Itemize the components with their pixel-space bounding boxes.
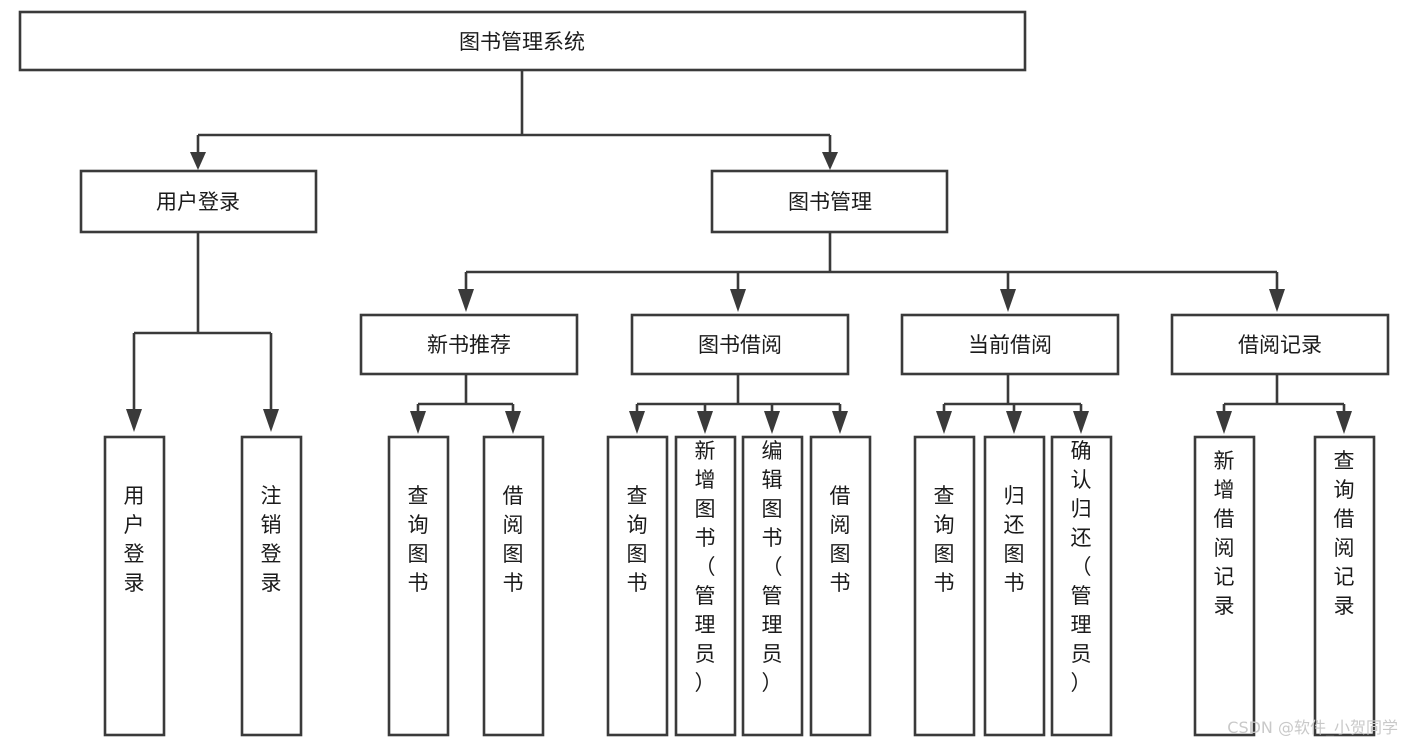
leaf-current-borrow-2-label: 归还图书 [1004, 484, 1025, 595]
arrow-current-borrow-leaf-2 [1006, 411, 1022, 434]
node-book-management-label: 图书管理 [788, 190, 872, 214]
arrow-book-borrow-leaf-2 [697, 411, 713, 434]
leaf-new-book-2-label: 借阅图书 [503, 484, 524, 595]
node-book-borrow[interactable]: 图书借阅 [630, 313, 850, 376]
leaf-book-borrow-4-label: 借阅图书 [830, 484, 851, 595]
leaf-borrow-record-1-label: 新增借阅记录 [1214, 449, 1235, 618]
arrow-book-mgmt-to-book-borrow [730, 289, 746, 312]
leaf-book-borrow-3[interactable]: 编辑图书（管理员） [741, 435, 804, 737]
leaf-new-book-1-label: 查询图书 [408, 484, 429, 595]
node-borrow-record-label: 借阅记录 [1238, 333, 1322, 357]
arrow-book-borrow-leaf-1 [629, 411, 645, 434]
leaf-current-borrow-2-box[interactable] [983, 435, 1046, 737]
leaf-book-borrow-1-box[interactable] [606, 435, 669, 737]
connector-group-user-login [126, 232, 279, 432]
arrow-borrow-record-leaf-2 [1336, 411, 1352, 434]
connector-group-borrow-record [1216, 374, 1352, 434]
leaf-borrow-record-1[interactable]: 新增借阅记录 [1193, 435, 1256, 737]
csdn-watermark: CSDN @软件_小贺同学 [1227, 718, 1398, 738]
leaf-book-borrow-1[interactable]: 查询图书 [606, 435, 669, 737]
node-user-login-box[interactable] [79, 169, 318, 234]
arrow-current-borrow-leaf-3 [1073, 411, 1089, 434]
node-user-login-label: 用户登录 [156, 190, 240, 214]
leaf-current-borrow-3-label: 确认归还（管理员） [1071, 439, 1092, 695]
node-current-borrow-label: 当前借阅 [968, 333, 1052, 357]
leaf-book-borrow-2-box[interactable] [674, 435, 737, 737]
node-new-book-recommend[interactable]: 新书推荐 [359, 313, 579, 376]
arrow-book-mgmt-to-new-book [458, 289, 474, 312]
connector-group-book-borrow [629, 374, 848, 434]
connector-group-new-book [410, 374, 521, 434]
leaf-new-book-1[interactable]: 查询图书 [387, 435, 450, 737]
arrow-current-borrow-leaf-1 [936, 411, 952, 434]
arrow-borrow-record-leaf-1 [1216, 411, 1232, 434]
leaf-borrow-record-2[interactable]: 查询借阅记录 [1313, 435, 1376, 737]
leaf-borrow-record-2-label: 查询借阅记录 [1334, 449, 1355, 618]
leaf-current-borrow-1-box[interactable] [913, 435, 976, 737]
leaf-current-borrow-3-box[interactable] [1050, 435, 1113, 737]
connector-group-book-mgmt [458, 232, 1285, 312]
arrow-book-borrow-leaf-3 [764, 411, 780, 434]
leaf-user-login-1[interactable]: 用户登录 [103, 435, 166, 737]
node-borrow-record-box[interactable] [1170, 313, 1390, 376]
arrow-root-to-user-login [190, 152, 206, 170]
leaf-book-borrow-1-label: 查询图书 [627, 484, 648, 595]
node-user-login[interactable]: 用户登录 [79, 169, 318, 234]
leaf-new-book-2[interactable]: 借阅图书 [482, 435, 545, 737]
arrow-new-book-leaf-1 [410, 411, 426, 434]
leaf-current-borrow-1-label: 查询图书 [934, 484, 955, 595]
node-root-system[interactable]: 图书管理系统 [18, 10, 1027, 72]
leaf-current-borrow-2[interactable]: 归还图书 [983, 435, 1046, 737]
node-new-book-recommend-label: 新书推荐 [427, 333, 511, 357]
leaf-borrow-record-1-box[interactable] [1193, 435, 1256, 737]
connector-group-current-borrow [936, 374, 1089, 434]
leaf-book-borrow-2[interactable]: 新增图书（管理员） [674, 435, 737, 737]
node-book-management[interactable]: 图书管理 [710, 169, 949, 234]
arrow-book-borrow-leaf-4 [832, 411, 848, 434]
node-current-borrow-box[interactable] [900, 313, 1120, 376]
arrow-user-login-leaf-2 [263, 409, 279, 432]
leaf-user-login-2[interactable]: 注销登录 [240, 435, 303, 737]
node-borrow-record[interactable]: 借阅记录 [1170, 313, 1390, 376]
node-book-management-box[interactable] [710, 169, 949, 234]
leaf-book-borrow-2-label: 新增图书（管理员） [695, 439, 716, 695]
leaf-current-borrow-1[interactable]: 查询图书 [913, 435, 976, 737]
leaf-user-login-2-box[interactable] [240, 435, 303, 737]
leaf-new-book-1-box[interactable] [387, 435, 450, 737]
node-root-system-label: 图书管理系统 [459, 30, 585, 54]
node-current-borrow[interactable]: 当前借阅 [900, 313, 1120, 376]
leaf-user-login-1-box[interactable] [103, 435, 166, 737]
leaf-user-login-2-label: 注销登录 [261, 484, 282, 595]
leaf-book-borrow-3-label: 编辑图书（管理员） [762, 439, 783, 695]
leaf-current-borrow-3[interactable]: 确认归还（管理员） [1050, 435, 1113, 737]
connector-group-root [190, 70, 838, 170]
node-new-book-recommend-box[interactable] [359, 313, 579, 376]
leaf-new-book-2-box[interactable] [482, 435, 545, 737]
node-book-borrow-label: 图书借阅 [698, 333, 782, 357]
arrow-book-mgmt-to-borrow-record [1269, 289, 1285, 312]
arrow-user-login-leaf-1 [126, 409, 142, 432]
node-root-system-box[interactable] [18, 10, 1027, 72]
node-book-borrow-box[interactable] [630, 313, 850, 376]
arrow-book-mgmt-to-current-borrow [1000, 289, 1016, 312]
leaf-user-login-1-label: 用户登录 [124, 484, 145, 595]
leaf-book-borrow-4-box[interactable] [809, 435, 872, 737]
arrow-root-to-book-mgmt [822, 152, 838, 170]
arrow-new-book-leaf-2 [505, 411, 521, 434]
leaf-book-borrow-3-box[interactable] [741, 435, 804, 737]
leaf-borrow-record-2-box[interactable] [1313, 435, 1376, 737]
leaf-book-borrow-4[interactable]: 借阅图书 [809, 435, 872, 737]
